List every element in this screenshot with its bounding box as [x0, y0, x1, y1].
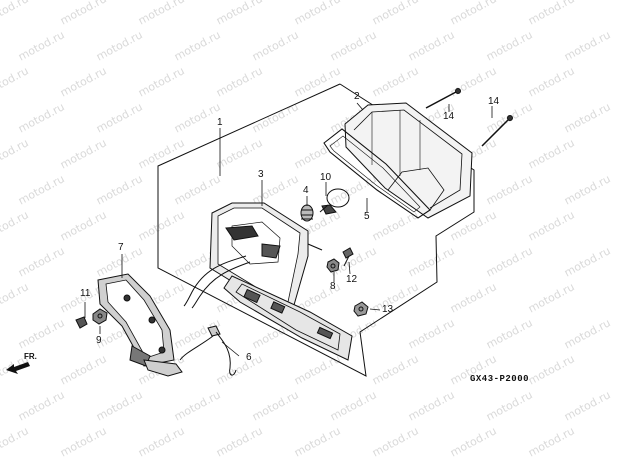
socket-part-4 [300, 204, 314, 222]
gasket-part-5 [323, 128, 431, 219]
callout-14a: 14 [443, 111, 455, 122]
nut-part-9 [92, 308, 108, 325]
wire-harness-part-6 [179, 325, 237, 376]
license-bracket [223, 275, 353, 361]
callout-4: 4 [303, 185, 309, 196]
callout-10: 10 [320, 172, 332, 183]
callout-12: 12 [346, 274, 358, 285]
bracket-part-7 [97, 273, 183, 377]
callout-13: 13 [382, 304, 394, 315]
lens-part-2 [344, 102, 473, 219]
diagram-code: GX43-P2000 [470, 374, 530, 384]
callout-1: 1 [217, 117, 223, 128]
callout-8: 8 [330, 281, 336, 292]
housing-part-3 [209, 202, 323, 313]
callout-5: 5 [364, 211, 370, 222]
bulb-part-10 [319, 188, 350, 215]
callout-3: 3 [258, 169, 264, 180]
housing-cable [183, 255, 251, 309]
callout-14b: 14 [488, 96, 500, 107]
callout-9: 9 [96, 335, 102, 346]
callout-2: 2 [354, 91, 360, 102]
callout-11: 11 [80, 288, 91, 299]
bolt-part-13 [353, 301, 369, 317]
assembly-outline [157, 83, 475, 377]
screw-part-12 [342, 247, 354, 267]
screw-part-14a [425, 88, 461, 109]
leader-lines [84, 102, 493, 357]
nut-part-8 [326, 258, 340, 273]
bolt-part-11 [75, 316, 88, 329]
direction-label: FR. [24, 352, 37, 361]
screw-part-14b [481, 115, 513, 147]
callout-6: 6 [246, 352, 252, 363]
callout-7: 7 [118, 242, 124, 253]
direction-arrow-icon [6, 362, 30, 374]
